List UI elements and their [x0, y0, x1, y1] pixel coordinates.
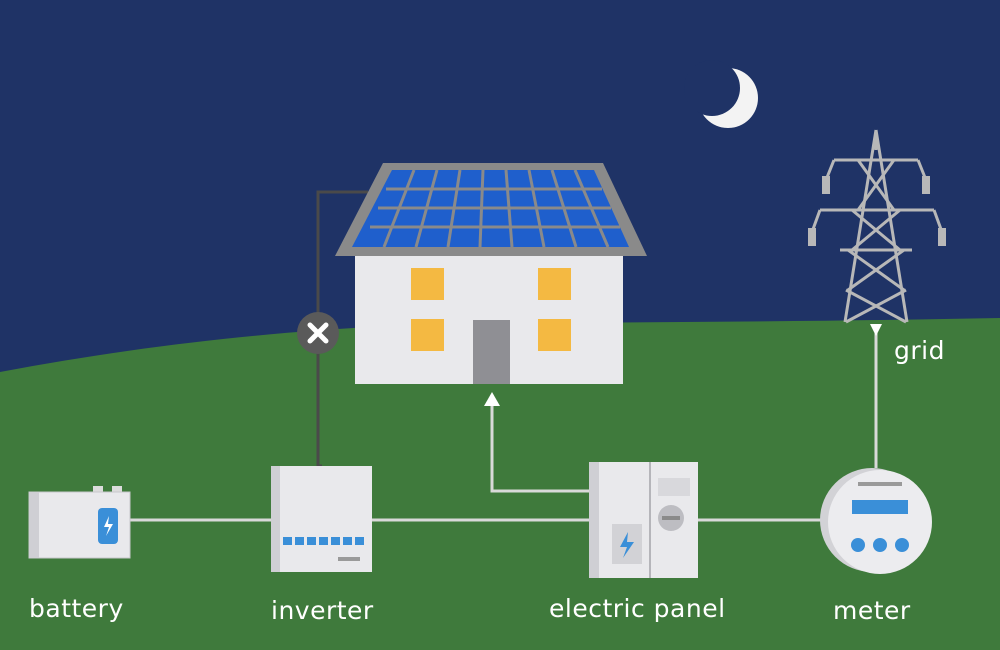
grid-label: grid	[894, 336, 945, 365]
solar-panel-array	[352, 169, 629, 248]
house-arrow-icon	[484, 392, 500, 406]
meter	[820, 468, 932, 574]
inverter-label: inverter	[271, 596, 374, 625]
lightning-icon	[104, 516, 113, 536]
door	[473, 320, 510, 384]
inverter	[271, 466, 372, 572]
grid-arrow-icon	[870, 324, 882, 336]
window-icon	[538, 319, 571, 351]
electric-panel	[589, 462, 698, 578]
ground	[0, 318, 1000, 650]
house	[335, 163, 647, 384]
meter-label: meter	[833, 596, 911, 625]
electric-panel-label: electric panel	[549, 594, 726, 623]
panel-house-wire	[490, 404, 592, 493]
window-icon	[411, 268, 444, 300]
crescent-moon-icon	[684, 60, 758, 128]
lightning-icon	[620, 532, 634, 558]
window-icon	[538, 268, 571, 300]
battery-label: battery	[29, 594, 124, 623]
close-icon	[307, 322, 329, 344]
battery	[28, 486, 131, 559]
wiring	[130, 330, 878, 522]
disconnect-switch	[297, 312, 339, 354]
window-icon	[411, 319, 444, 351]
transmission-tower-icon	[808, 129, 946, 324]
